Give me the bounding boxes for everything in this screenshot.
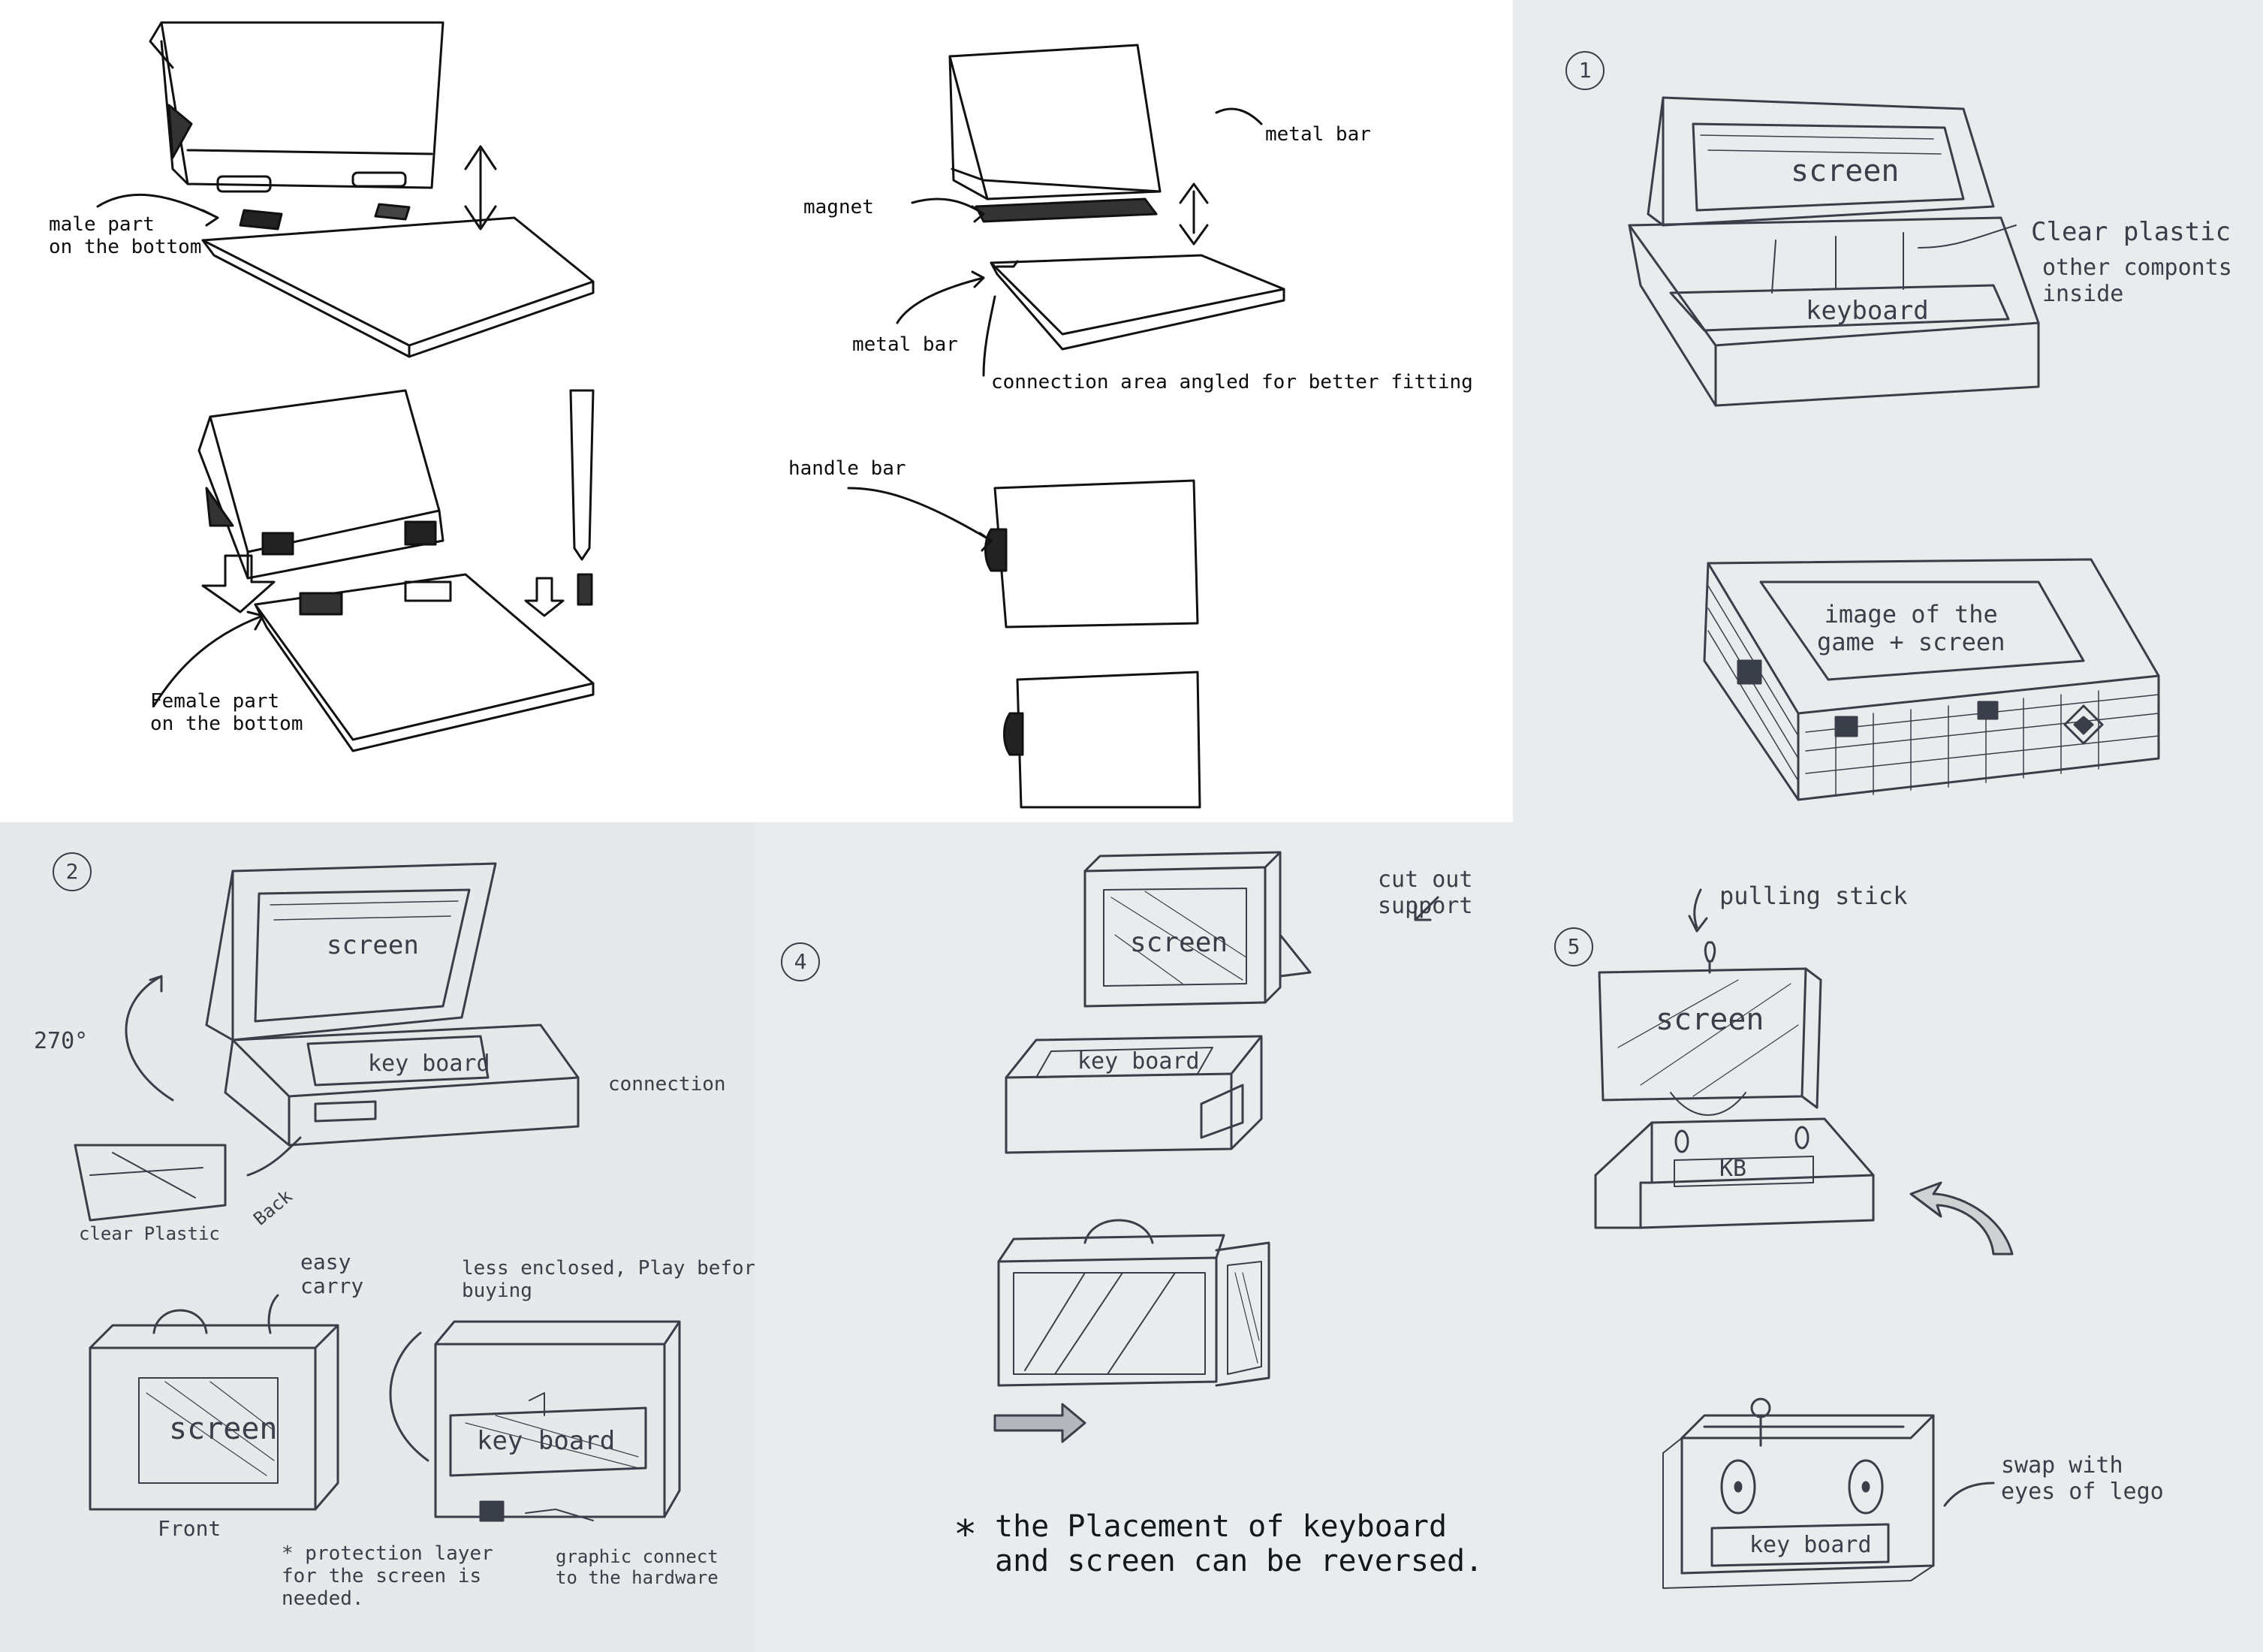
sketch-2-front-label: Front bbox=[158, 1516, 221, 1541]
connector-drawing bbox=[96, 21, 595, 752]
female-part-label: Female part on the bottom bbox=[150, 690, 303, 735]
sketch-5-kb-label: KB bbox=[1719, 1156, 1747, 1182]
sketch-1-clear-plastic-label: Clear plastic bbox=[2031, 217, 2231, 247]
sketch-4-screen-label: screen bbox=[1130, 927, 1228, 958]
sketch-4-keyboard-label: key board bbox=[1077, 1048, 1200, 1075]
sketch-1-keyboard-label: keyboard bbox=[1806, 296, 1929, 326]
sketch-2-keyboard-label: key board bbox=[368, 1051, 490, 1077]
connection-area-label: connection area angled for better fittin… bbox=[991, 371, 1473, 393]
sketch-5-keyboard-label: key board bbox=[1749, 1532, 1872, 1558]
sketch-2-clear-plastic-label: clear Plastic bbox=[79, 1223, 220, 1244]
male-part-label: male part on the bottom bbox=[49, 213, 202, 258]
sketch-1-screen-label: screen bbox=[1791, 154, 1900, 188]
sketch-4-number: 4 bbox=[781, 942, 820, 981]
sketch-5-swap-label: swap with eyes of lego bbox=[2001, 1452, 2164, 1505]
sketch-2-graphic-connect-note: graphic connect to the hardware bbox=[556, 1546, 719, 1588]
panel-sketch-4: 4 cut out support screen key board * the… bbox=[755, 822, 1513, 1652]
sketch-2-screen-label: screen bbox=[327, 930, 419, 960]
metal-bar-bottom-label: metal bar bbox=[852, 333, 958, 356]
panel-sketch-5: 5 pulling stick screen KB swap with eyes… bbox=[1513, 822, 2263, 1652]
handle-bar-label: handle bar bbox=[788, 457, 906, 480]
panel-sketch-1: 1 screen Clear plastic other componts in… bbox=[1513, 0, 2263, 822]
sketch-2-drawing bbox=[74, 862, 681, 1522]
sketch-2-number: 2 bbox=[53, 852, 92, 891]
sketch-5-pulling-stick-label: pulling stick bbox=[1719, 882, 1908, 910]
sketch-5-number: 5 bbox=[1554, 927, 1593, 966]
sketch-5-drawing bbox=[1594, 888, 2014, 1589]
sketch-2-front-screen-label: screen bbox=[169, 1412, 278, 1446]
magnet-drawing bbox=[847, 44, 1285, 809]
sketch-1-number: 1 bbox=[1565, 51, 1605, 90]
sketch-2-protection-note: * protection layer for the screen is nee… bbox=[282, 1542, 493, 1610]
sketch-2-rotation-label: 270° bbox=[34, 1028, 89, 1054]
sketch-4-placement-note: the Placement of keyboard and screen can… bbox=[995, 1509, 1484, 1578]
metal-bar-top-label: metal bar bbox=[1265, 123, 1371, 146]
panel-connector-sketch: male part on the bottom Female part on t… bbox=[0, 0, 758, 822]
sketch-5-screen-label: screen bbox=[1656, 1002, 1764, 1037]
sketch-1-image-note: image of the game + screen bbox=[1817, 600, 2005, 656]
sketch-4-drawing bbox=[993, 851, 1439, 1443]
panel-magnet-sketch: metal bar magnet metal bar connection ar… bbox=[758, 0, 1513, 822]
sketch-1-other-components-label: other componts inside bbox=[2042, 255, 2232, 307]
sketch-4-cut-out-label: cut out support bbox=[1378, 867, 1473, 919]
panel-sketch-2: 2 screen 270° key board connection Back … bbox=[0, 822, 755, 1652]
sketch-2-easy-carry-label: easy carry bbox=[300, 1250, 364, 1299]
sketch-1-drawing bbox=[1628, 96, 2160, 801]
sketch-2-front-keyboard-label: key board bbox=[477, 1426, 616, 1456]
sketch-2-less-enclosed-label: less enclosed, Play before buying bbox=[462, 1257, 755, 1302]
sketch-4-asterisk: * bbox=[954, 1512, 978, 1557]
sketch-2-connection-label: connection bbox=[608, 1073, 726, 1096]
magnet-label: magnet bbox=[803, 196, 874, 219]
